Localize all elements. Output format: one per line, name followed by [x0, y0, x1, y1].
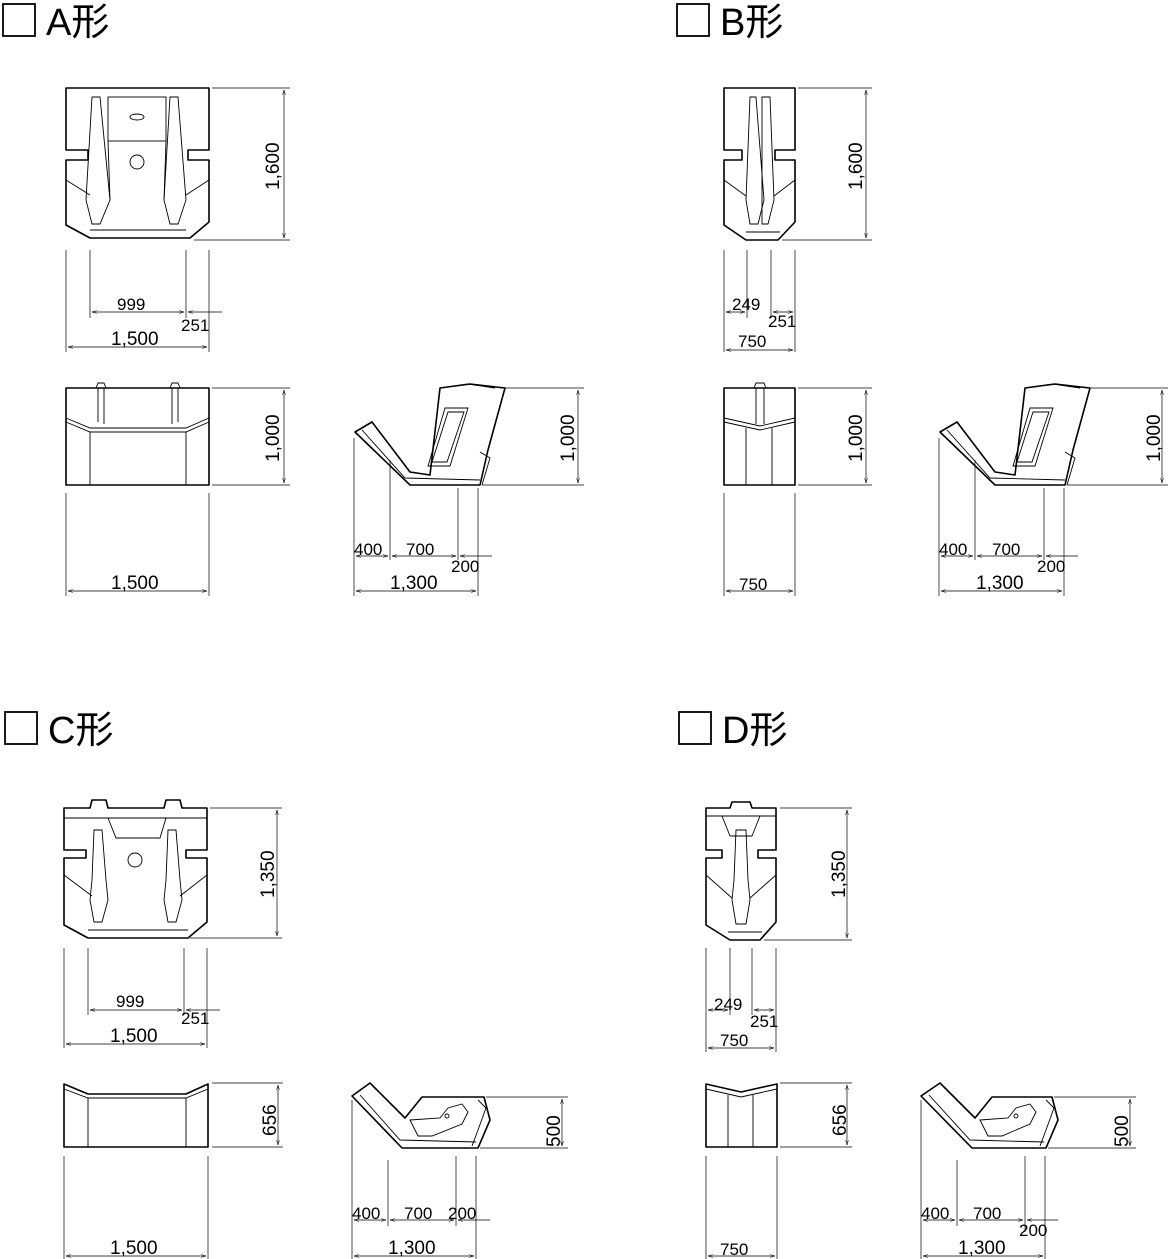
dim-b-front-width: 750: [739, 575, 767, 594]
dim-a-front-height: 1,000: [263, 414, 284, 462]
dim-b-plan-width: 750: [738, 332, 766, 351]
dim-c-side-total: 1,300: [388, 1238, 436, 1259]
dim-c-side-height: 500: [544, 1115, 565, 1147]
dim-b-plan-inner: 249: [732, 295, 760, 314]
dim-b-side-d1: 400: [939, 540, 967, 559]
side-view-d: [920, 1082, 1059, 1149]
dim-b-side-total: 1,300: [976, 573, 1024, 594]
side-view-b: [939, 383, 1091, 486]
dim-a-side-d1: 400: [354, 540, 382, 559]
dim-c-plan-side: 251: [181, 1009, 209, 1028]
checkbox-c[interactable]: [4, 711, 38, 745]
plan-view-a: [65, 87, 210, 239]
dim-a-side-total: 1,300: [390, 573, 438, 594]
checkbox-a[interactable]: [2, 3, 36, 37]
dim-c-side-d2: 700: [404, 1204, 432, 1223]
dim-a-side-d2: 700: [406, 540, 434, 559]
dim-a-front-width: 1,500: [111, 573, 159, 594]
side-view-c: [351, 1082, 491, 1149]
dim-d-side-d1: 400: [921, 1204, 949, 1223]
title-b: B形: [720, 2, 783, 44]
side-view-a: [354, 383, 506, 486]
dim-d-plan-height: 1,350: [829, 850, 850, 898]
dim-d-side-height: 500: [1112, 1115, 1133, 1147]
plan-view-b: [723, 87, 796, 241]
plan-view-c: [63, 799, 208, 939]
dim-c-plan-inner: 999: [116, 992, 144, 1011]
dim-d-plan-inner: 249: [714, 995, 742, 1014]
title-d: D形: [722, 710, 787, 752]
front-view-a: [65, 382, 210, 486]
dim-b-plan-height: 1,600: [846, 142, 867, 190]
dim-d-side-d2: 700: [973, 1204, 1001, 1223]
dim-a-side-d3: 200: [451, 557, 479, 576]
title-c: C形: [48, 710, 113, 752]
section-b: B形 1,600 249 251 750: [676, 2, 1168, 596]
dim-d-front-width: 750: [720, 1240, 748, 1259]
dim-b-plan-side: 251: [768, 312, 796, 331]
title-a: A形: [46, 2, 109, 44]
dim-a-plan-side: 251: [181, 316, 209, 335]
dim-c-front-width: 1,500: [110, 1238, 158, 1259]
dim-a-plan-width: 1,500: [111, 329, 159, 350]
plan-view-d: [705, 801, 777, 941]
dim-a-plan-inner: 999: [117, 295, 145, 314]
dim-d-side-d3: 200: [1019, 1221, 1047, 1240]
dim-c-plan-height: 1,350: [258, 850, 279, 898]
dim-b-side-d3: 200: [1037, 557, 1065, 576]
dim-d-side-total: 1,300: [958, 1238, 1006, 1259]
dim-c-side-d3: 200: [448, 1204, 476, 1223]
dim-a-side-height: 1,000: [558, 414, 579, 462]
dim-c-plan-width: 1,500: [110, 1026, 158, 1047]
dim-d-front-height: 656: [830, 1104, 851, 1136]
dim-b-front-height: 1,000: [846, 414, 867, 462]
section-c: C形 1,350 999 251 1,500: [4, 710, 568, 1259]
dim-c-side-d1: 400: [352, 1204, 380, 1223]
dim-b-side-d2: 700: [992, 540, 1020, 559]
checkbox-b[interactable]: [676, 3, 710, 37]
dim-b-side-height: 1,000: [1144, 414, 1165, 462]
front-view-c: [63, 1083, 209, 1148]
checkbox-d[interactable]: [678, 711, 712, 745]
dim-d-plan-width: 750: [720, 1031, 748, 1050]
front-view-b: [723, 382, 796, 486]
section-d: D形 1,350 249 251 750 656: [678, 710, 1136, 1259]
section-a: A形 1,600 999 251 1,500: [2, 2, 584, 596]
dim-a-plan-height: 1,600: [263, 142, 284, 190]
front-view-d: [705, 1083, 778, 1148]
dim-c-front-height: 656: [260, 1104, 281, 1136]
dim-d-plan-side: 251: [750, 1012, 778, 1031]
